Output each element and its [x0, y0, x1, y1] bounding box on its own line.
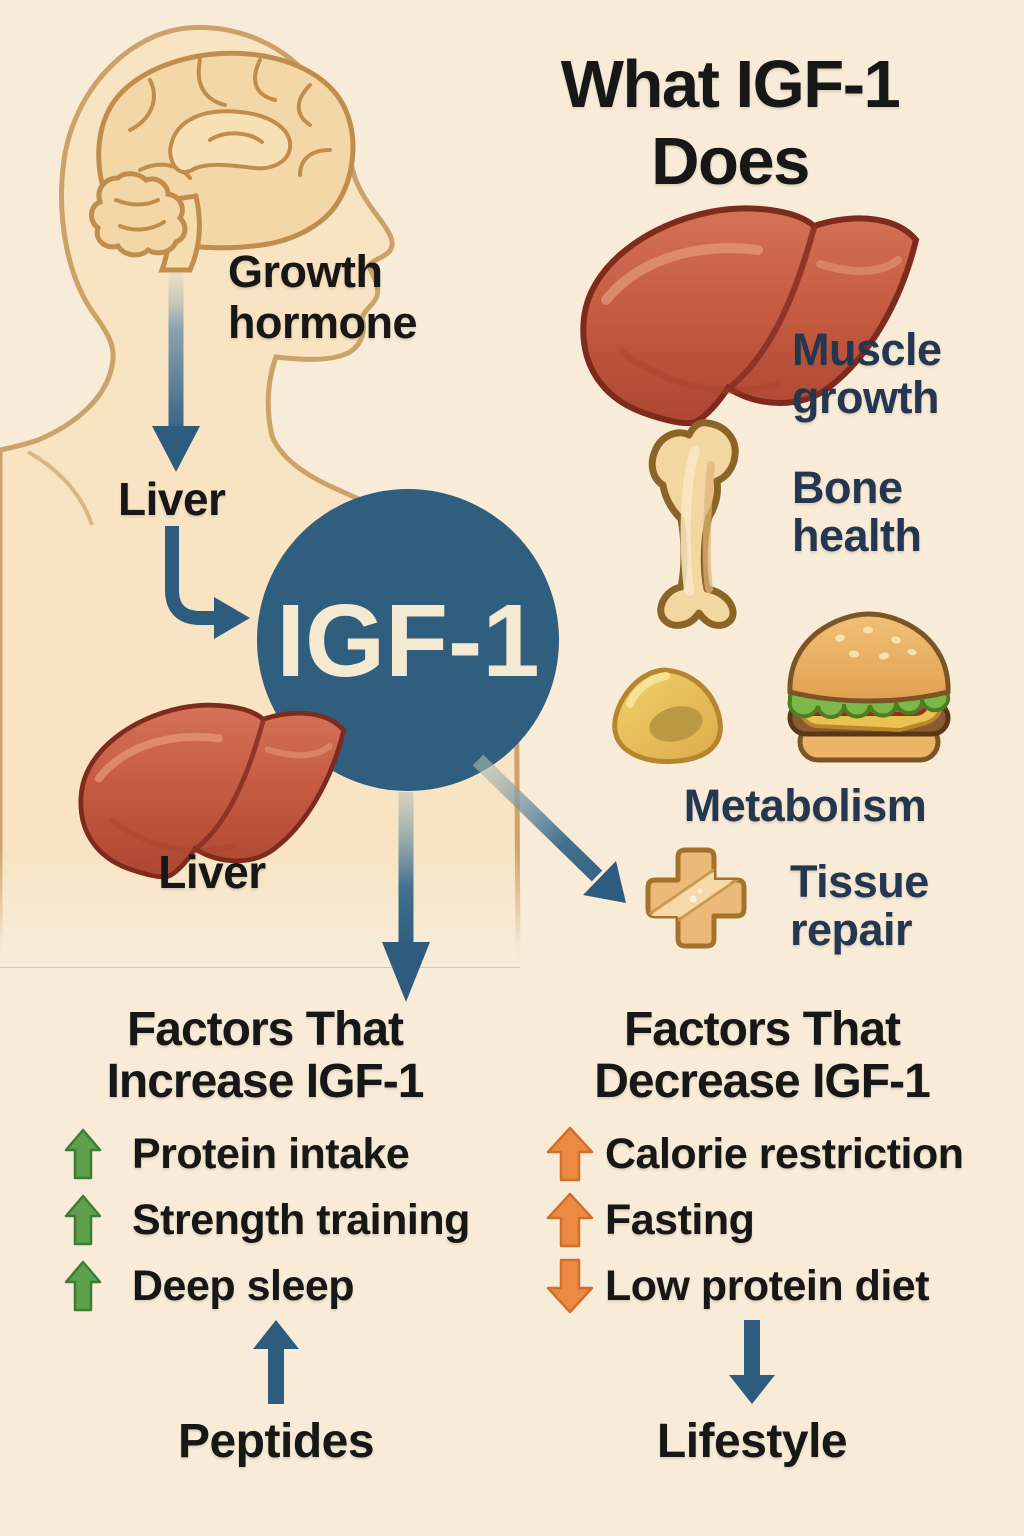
bandage-icon — [645, 847, 747, 949]
decrease-item-calorie-restriction: Calorie restriction — [605, 1130, 964, 1178]
igf1-circle — [257, 489, 559, 791]
up-arrow-icon — [546, 1126, 594, 1182]
igf1-down-arrow — [382, 792, 430, 1002]
down-arrow-icon — [546, 1258, 594, 1314]
lifestyle-down-arrow — [729, 1320, 775, 1404]
burger-icon — [787, 611, 951, 763]
bread-icon — [612, 667, 723, 765]
igf1-hub-label: IGF-1 — [276, 583, 540, 698]
increase-item-strength-training: Strength training — [132, 1196, 470, 1244]
liver-caption: Liver — [158, 846, 266, 898]
liver-to-igf1-arrow — [165, 526, 250, 639]
peptides-label: Peptides — [177, 1415, 375, 1468]
effect-bone-health: Bone health — [792, 462, 922, 561]
peptides-up-arrow — [253, 1320, 299, 1404]
effect-tissue-repair: Tissue repair — [790, 856, 929, 955]
igf1-diagonal-arrow — [472, 754, 626, 903]
decrease-heading: Factors That Decrease IGF-1 — [594, 1003, 931, 1108]
increase-heading: Factors That Increase IGF-1 — [106, 1003, 425, 1108]
bone-icon — [648, 419, 739, 629]
increase-item-deep-sleep: Deep sleep — [132, 1262, 355, 1310]
page-title: What IGF-1 Does — [480, 46, 980, 200]
decrease-item-low-protein-diet: Low protein diet — [605, 1262, 930, 1310]
effect-muscle-growth: Muscle growth — [792, 324, 942, 423]
lifestyle-label: Lifestyle — [656, 1415, 848, 1468]
decrease-item-fasting: Fasting — [605, 1196, 755, 1244]
brain-icon — [89, 50, 356, 273]
liver-label: Liver — [118, 473, 226, 525]
up-arrow-icon — [64, 1260, 102, 1312]
growth-hormone-arrow — [152, 272, 200, 472]
up-arrow-icon — [64, 1194, 102, 1246]
growth-hormone-label: Growth hormone — [228, 246, 418, 348]
title-line-2: Does — [651, 124, 810, 199]
up-arrow-icon — [64, 1128, 102, 1180]
increase-item-protein-intake: Protein intake — [132, 1130, 410, 1178]
title-line-1: What IGF-1 — [560, 47, 901, 122]
up-arrow-icon — [546, 1192, 594, 1248]
effect-metabolism: Metabolism — [683, 780, 927, 831]
silhouette-fade — [0, 845, 540, 967]
